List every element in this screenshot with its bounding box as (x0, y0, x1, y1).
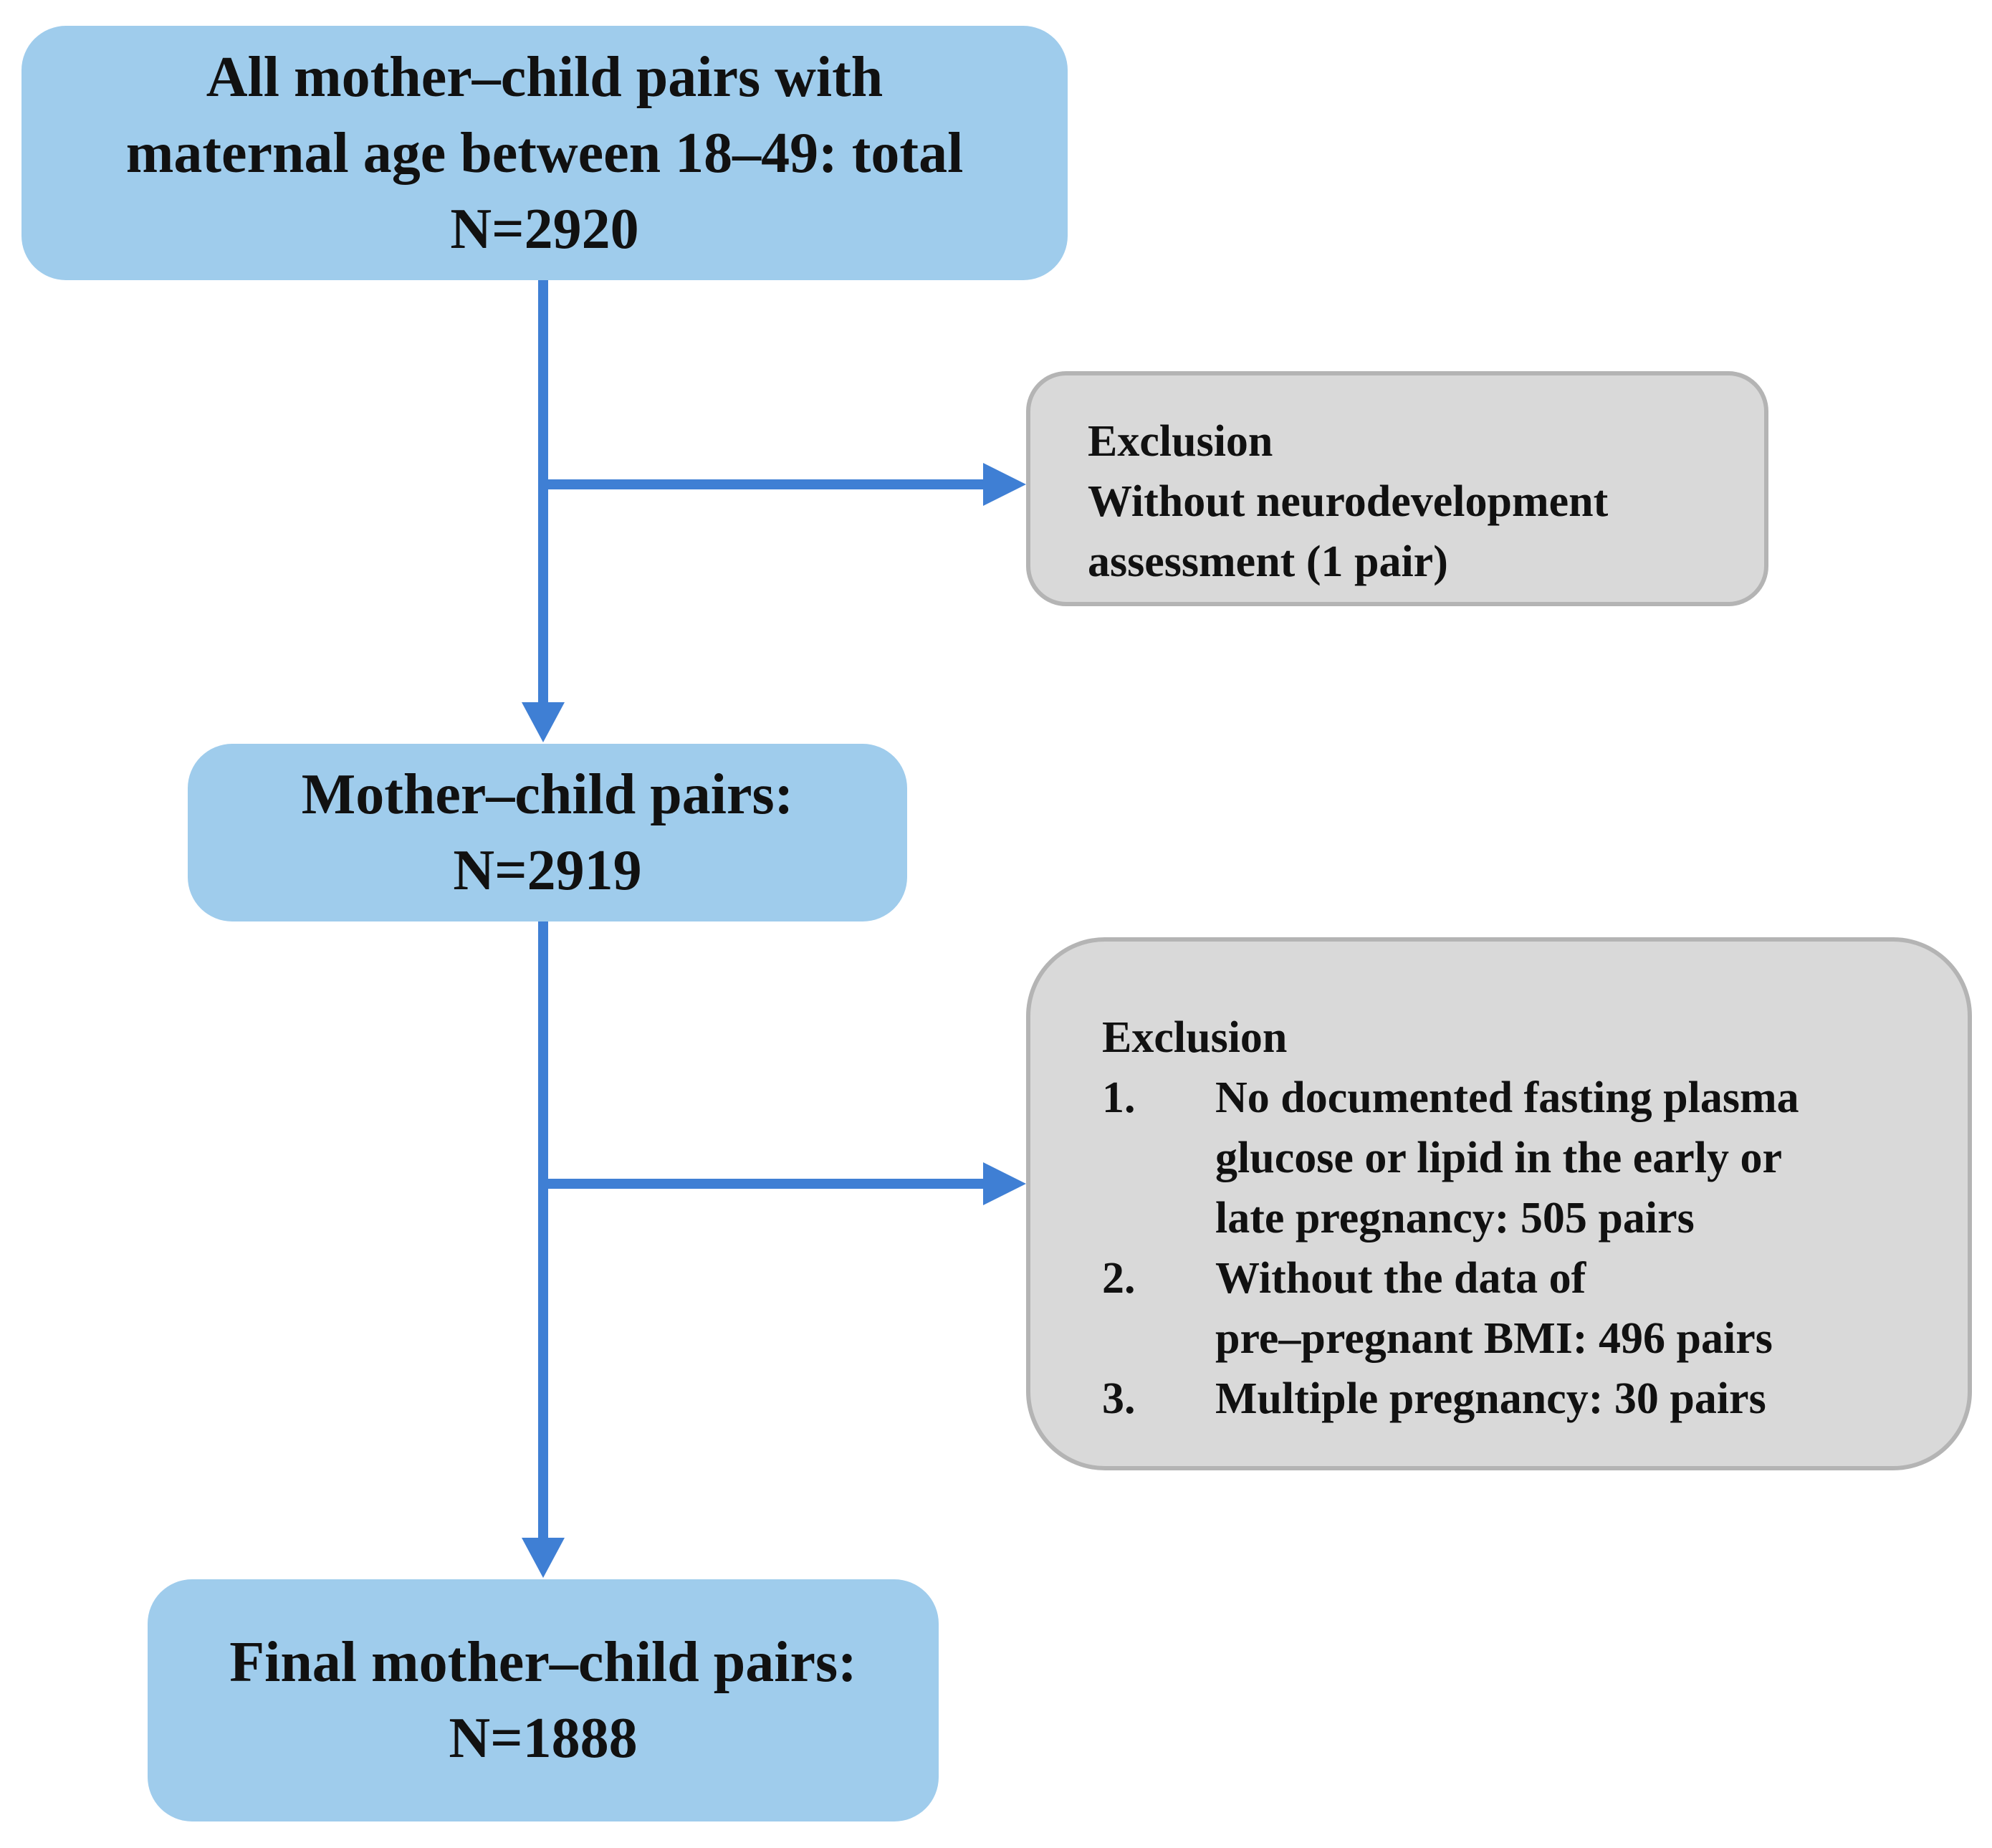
exclusion-1-line-1: Without neurodevelopment (1088, 477, 1609, 526)
exclusion-box-1: Exclusion Without neurodevelopment asses… (1026, 371, 1768, 606)
box-mother-child-pairs: Mother–child pairs: N=2919 (188, 744, 907, 921)
arrowhead-to-mid (522, 702, 565, 742)
arrowhead-to-exclusion-1 (983, 463, 1026, 506)
list-item-line: Without the data of (1215, 1254, 1586, 1303)
list-item-number: 3. (1102, 1374, 1136, 1423)
box-all-pairs-line-1: All mother–child pairs with (206, 45, 884, 109)
list-item: 1. No documented fasting plasma glucose … (1102, 1068, 1939, 1248)
list-item-line: Multiple pregnancy: 30 pairs (1215, 1374, 1766, 1423)
box-final-pairs-line-2: N=1888 (449, 1707, 638, 1770)
arrowhead-to-exclusion-2 (983, 1162, 1026, 1205)
box-all-pairs-line-2: maternal age between 18–49: total (125, 121, 964, 185)
box-mother-child-pairs-line-1: Mother–child pairs: (301, 763, 794, 826)
exclusion-2-list: 1. No documented fasting plasma glucose … (1102, 1068, 1939, 1429)
list-item-line: late pregnancy: 505 pairs (1215, 1194, 1695, 1243)
list-item-number: 2. (1102, 1254, 1136, 1303)
box-final-pairs-line-1: Final mother–child pairs: (229, 1631, 857, 1694)
list-item: 2. Without the data of pre–pregnant BMI:… (1102, 1248, 1939, 1369)
list-item: 3. Multiple pregnancy: 30 pairs (1102, 1369, 1939, 1429)
exclusion-1-line-2: assessment (1 pair) (1088, 537, 1448, 586)
exclusion-2-heading: Exclusion (1102, 1013, 1288, 1062)
arrowhead-to-final (522, 1538, 565, 1578)
list-item-line: No documented fasting plasma (1215, 1073, 1799, 1122)
exclusion-1-heading: Exclusion (1088, 417, 1273, 466)
box-final-pairs: Final mother–child pairs: N=1888 (148, 1579, 939, 1821)
box-mother-child-pairs-line-2: N=2919 (453, 839, 642, 902)
list-item-line: pre–pregnant BMI: 496 pairs (1215, 1314, 1773, 1363)
exclusion-box-2: Exclusion 1. No documented fasting plasm… (1026, 937, 1972, 1470)
list-item-number: 1. (1102, 1073, 1136, 1122)
box-all-pairs-line-3: N=2920 (450, 197, 639, 261)
list-item-line: glucose or lipid in the early or (1215, 1134, 1783, 1182)
box-all-pairs: All mother–child pairs with maternal age… (21, 26, 1068, 280)
